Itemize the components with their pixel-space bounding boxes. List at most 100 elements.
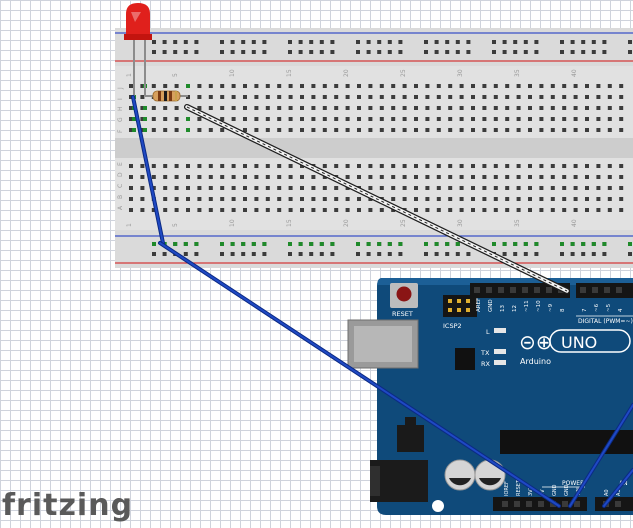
- led-l-label: L: [486, 328, 490, 336]
- breadboard-hole: [466, 40, 471, 44]
- breadboard-hole: [309, 242, 314, 246]
- breadboard-hole: [174, 197, 179, 201]
- breadboard-hole: [607, 117, 612, 121]
- breadboard-hole: [493, 95, 498, 99]
- breadboard-hole: [300, 186, 304, 190]
- breadboard-hole: [516, 175, 521, 179]
- breadboard-hole: [425, 208, 430, 212]
- fritzing-logo: fritzing: [2, 488, 134, 523]
- row-letter: H: [117, 106, 124, 111]
- breadboard-hole: [528, 186, 532, 190]
- col-label: 40: [571, 219, 578, 227]
- breadboard-hole: [528, 128, 532, 132]
- breadboard-hole: [436, 186, 441, 190]
- breadboard-hole: [505, 175, 510, 179]
- breadboard-hole: [163, 186, 168, 190]
- wires[interactable]: [131, 95, 633, 508]
- breadboard-hole: [186, 84, 190, 88]
- breadboard-hole: [585, 175, 589, 179]
- wire-led-to-ground-rail[interactable]: [131, 95, 165, 245]
- breadboard-hole: [550, 117, 555, 121]
- wire-arduino-right[interactable]: [568, 403, 633, 508]
- breadboard-hole: [539, 117, 544, 121]
- breadboard-hole: [298, 242, 303, 246]
- breadboard-hole: [502, 252, 507, 256]
- wire-rail-to-arduino-gnd[interactable]: [158, 241, 561, 508]
- breadboard-hole: [448, 197, 453, 201]
- red-led[interactable]: [124, 3, 152, 96]
- breadboard-hole: [379, 95, 384, 99]
- breadboard-hole: [162, 50, 167, 54]
- breadboard[interactable]: 1 5 10 15 20 25 30 35 40 1 5 10 15 20 25…: [115, 28, 633, 268]
- breadboard-hole: [434, 252, 439, 256]
- breadboard-hole: [243, 208, 247, 212]
- breadboard-hole: [391, 95, 396, 99]
- breadboard-hole: [493, 197, 498, 201]
- breadboard-hole: [596, 84, 601, 88]
- breadboard-hole: [220, 186, 225, 190]
- breadboard-hole: [357, 106, 361, 110]
- breadboard-hole: [550, 186, 555, 190]
- breadboard-hole: [254, 84, 259, 88]
- breadboard-hole: [414, 117, 418, 121]
- breadboard-hole: [241, 50, 246, 54]
- resistor[interactable]: [145, 90, 188, 102]
- breadboard-hole: [425, 106, 430, 110]
- breadboard-hole: [334, 84, 339, 88]
- breadboard-hole: [254, 186, 259, 190]
- breadboard-hole: [151, 117, 156, 121]
- breadboard-hole: [357, 175, 361, 179]
- breadboard-hole: [455, 252, 460, 256]
- breadboard-hole: [619, 208, 624, 212]
- breadboard-hole: [562, 175, 567, 179]
- breadboard-hole: [174, 106, 179, 110]
- breadboard-hole: [466, 252, 471, 256]
- breadboard-hole: [482, 208, 487, 212]
- wire-arduino-analog[interactable]: [602, 468, 633, 508]
- breadboard-hole: [607, 197, 612, 201]
- breadboard-hole: [573, 186, 578, 190]
- arduino-uno-board[interactable]: RESET ICSP2 AREF GND 13 12 ~11 ~10 ~9 8 …: [347, 278, 633, 515]
- breadboard-hole: [132, 117, 136, 121]
- breadboard-hole: [596, 164, 601, 168]
- breadboard-hole: [243, 106, 247, 110]
- breadboard-hole: [414, 186, 418, 190]
- breadboard-hole: [129, 208, 133, 212]
- breadboard-hole: [197, 84, 202, 88]
- breadboard-hole: [163, 84, 168, 88]
- breadboard-hole: [455, 40, 460, 44]
- breadboard-hole: [573, 175, 578, 179]
- row-letter: D: [117, 172, 124, 177]
- breadboard-hole: [414, 106, 418, 110]
- breadboard-hole: [186, 128, 190, 132]
- breadboard-hole: [448, 95, 453, 99]
- resistor-band: [175, 91, 177, 101]
- breadboard-hole: [334, 128, 339, 132]
- breadboard-hole: [425, 164, 430, 168]
- breadboard-hole: [596, 175, 601, 179]
- breadboard-hole: [129, 197, 133, 201]
- breadboard-hole: [436, 164, 441, 168]
- breadboard-hole: [208, 84, 213, 88]
- breadboard-hole: [523, 252, 528, 256]
- breadboard-hole: [300, 106, 304, 110]
- breadboard-hole: [208, 186, 213, 190]
- breadboard-hole: [448, 208, 453, 212]
- breadboard-hole: [607, 128, 612, 132]
- breadboard-hole: [607, 175, 612, 179]
- breadboard-hole: [402, 106, 407, 110]
- breadboard-hole: [379, 164, 384, 168]
- breadboard-hole: [502, 40, 507, 44]
- breadboard-hole: [368, 164, 373, 168]
- breadboard-hole: [379, 208, 384, 212]
- breadboard-hole: [513, 50, 518, 54]
- breadboard-hole: [231, 164, 236, 168]
- wire-resistor-to-pin-8[interactable]: [184, 104, 570, 294]
- breadboard-hole: [311, 106, 316, 110]
- breadboard-hole: [300, 197, 304, 201]
- breadboard-hole: [288, 106, 293, 110]
- reset-button-cap[interactable]: [396, 286, 412, 302]
- breadboard-hole: [173, 40, 178, 44]
- col-label: 10: [229, 69, 236, 77]
